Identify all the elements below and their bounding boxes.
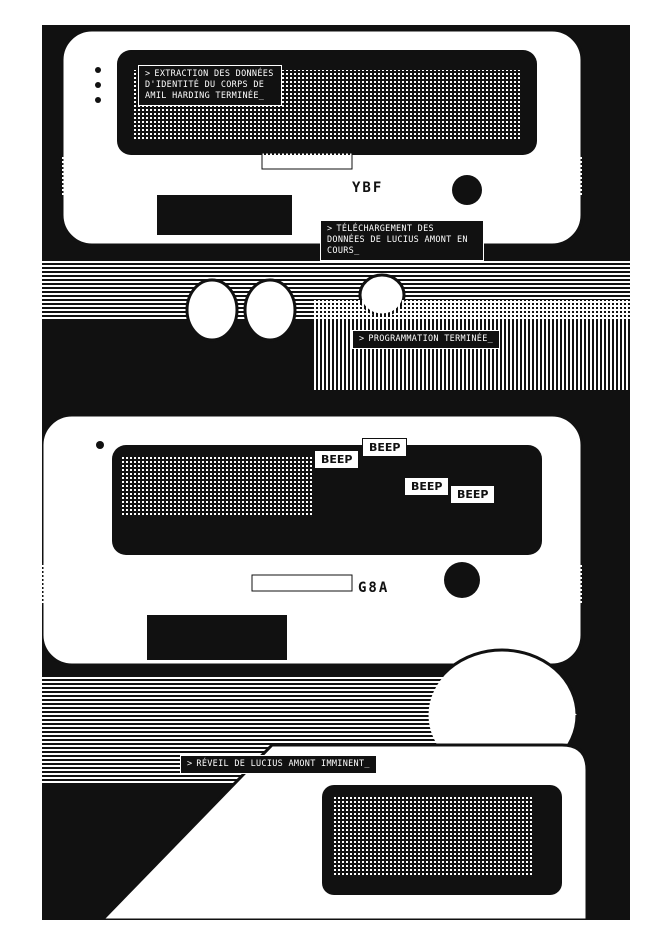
top-capsule: [60, 28, 584, 247]
caption-arrow: >: [327, 224, 333, 234]
middle-capsule: [42, 413, 584, 667]
beep-sound-effect: BEEP: [362, 438, 408, 457]
bottom-capsule: [99, 743, 589, 920]
machine-illustration: [42, 28, 630, 920]
caption-awakening: >Réveil de Lucius Amont imminent_: [180, 755, 377, 774]
machine-logo-top: YBF: [352, 180, 384, 196]
beep-sound-effect: BEEP: [450, 485, 496, 504]
caption-text: Extraction des données d'identité du cor…: [145, 69, 274, 101]
caption-download: >Téléchargement des données de Lucius Am…: [320, 220, 484, 261]
caption-text: Programmation terminée_: [368, 334, 494, 344]
caption-arrow: >: [145, 69, 151, 79]
comic-page: YBF G8A >Extraction des données d'identi…: [42, 25, 630, 920]
caption-arrow: >: [359, 334, 365, 344]
beep-sound-effect: BEEP: [404, 477, 450, 496]
caption-programming: >Programmation terminée_: [352, 330, 501, 349]
caption-text: Téléchargement des données de Lucius Amo…: [327, 224, 468, 256]
caption-text: Réveil de Lucius Amont imminent_: [196, 759, 370, 769]
caption-arrow: >: [187, 759, 193, 769]
beep-sound-effect: BEEP: [314, 450, 360, 469]
caption-extraction: >Extraction des données d'identité du co…: [138, 65, 282, 106]
machine-logo-middle: G8A: [358, 580, 390, 596]
